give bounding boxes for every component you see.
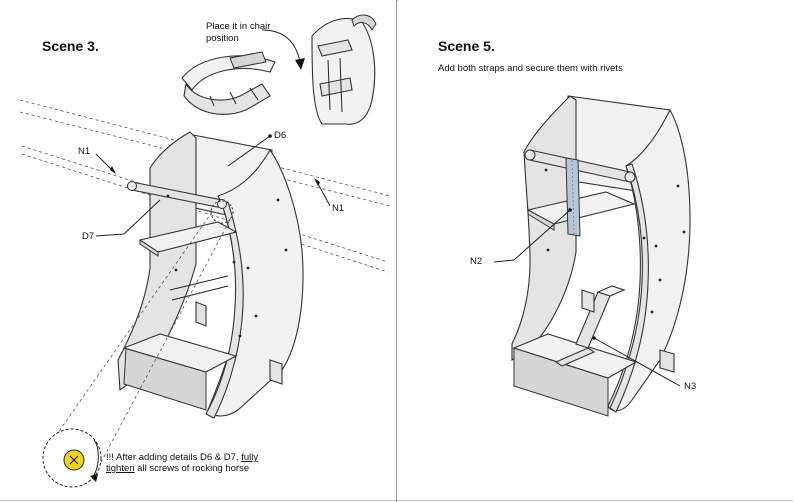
assembly-guide-lines bbox=[19, 99, 391, 273]
page-divider bbox=[396, 0, 397, 502]
label-n1-left: N1 bbox=[78, 146, 91, 157]
rocking-horse-thumbnail bbox=[181, 51, 276, 115]
rotate-arrow-icon bbox=[261, 29, 305, 70]
rotate-note-line-2: position bbox=[206, 33, 239, 44]
high-chair-assembly bbox=[117, 131, 304, 419]
rotate-note-line-1: Place it in chair bbox=[206, 21, 271, 32]
label-n1-right: N1 bbox=[332, 203, 345, 214]
warning-prefix: !!! After adding details D6 & D7, bbox=[106, 452, 242, 463]
label-d7: D7 bbox=[82, 231, 95, 242]
warning-emphasis-2: tighten bbox=[106, 463, 135, 474]
label-n2: N2 bbox=[470, 256, 483, 267]
warning-note: !!! After adding details D6 & D7, fully … bbox=[106, 452, 306, 474]
label-n3: N3 bbox=[684, 381, 697, 392]
scene-3-title: Scene 3. bbox=[42, 38, 99, 54]
screw-detail bbox=[42, 428, 102, 488]
chair-position-thumbnail bbox=[311, 14, 377, 125]
scene-5-instruction: Add both straps and secure them with riv… bbox=[438, 63, 623, 74]
scene-5-drawing bbox=[493, 95, 691, 417]
high-chair-with-straps bbox=[511, 95, 691, 417]
scene-3-page: Scene 3. Place it in chair position bbox=[0, 0, 396, 500]
detail-callout-lines bbox=[45, 211, 233, 469]
scene-5-title: Scene 5. bbox=[438, 38, 495, 54]
leader-lines bbox=[95, 134, 331, 237]
label-d6: D6 bbox=[274, 130, 287, 141]
scene-3-drawing bbox=[19, 14, 391, 488]
warning-suffix: all screws of rocking horse bbox=[134, 463, 250, 474]
scene-5-page: Scene 5. Add both straps and secure them… bbox=[398, 0, 794, 500]
warning-emphasis-1: fully bbox=[241, 452, 259, 463]
leader-lines bbox=[493, 208, 681, 387]
